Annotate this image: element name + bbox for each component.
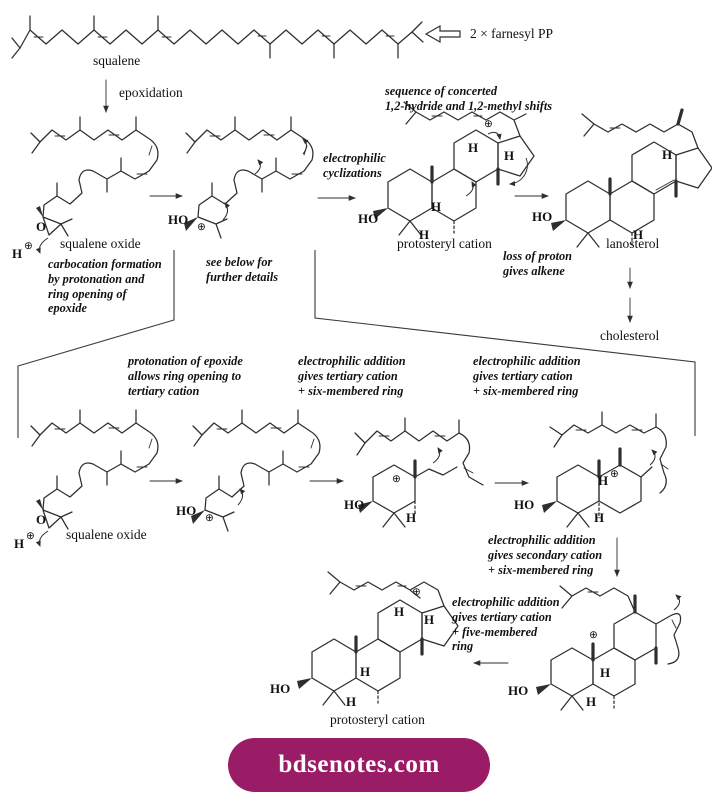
squalene-oxide-label-2: squalene oxide [66, 527, 147, 542]
ea-six-annotation-1: electrophilic addition gives tertiary ca… [298, 354, 406, 398]
oxygen-label-2: O [36, 512, 47, 527]
plus-int2: ⊕ [205, 513, 214, 524]
squalene-label: squalene [93, 53, 141, 68]
cation-intermediate-structure-2 [191, 409, 321, 532]
protosteryl-cation-structure-top [371, 101, 536, 237]
h-label-tricycle-2: H [586, 694, 597, 709]
ea-five-annotation: electrophilic addition gives tertiary ca… [452, 595, 560, 654]
lanosterol-label: lanosterol [606, 236, 660, 251]
proton-plus-1: ⊕ [24, 241, 33, 252]
monocyclic-cation-structure [354, 417, 484, 528]
ho-label-int1: HO [168, 212, 189, 227]
cyclizations-annotation: electrophilic cyclizations [323, 151, 386, 180]
plus-monocycle: ⊕ [392, 474, 401, 485]
h-label-monocycle: H [406, 510, 417, 525]
ea-secondary-annotation: electrophilic addition gives secondary c… [488, 533, 603, 577]
h-label-psb1: H [394, 604, 405, 619]
proton-h-label-2: H [14, 536, 25, 551]
plus-bicycle: ⊕ [610, 469, 619, 480]
proton-plus-2: ⊕ [26, 531, 35, 542]
cation-intermediate-structure-1 [184, 116, 314, 239]
squalene-oxide-structure-1 [30, 116, 159, 254]
protosteryl-cation-label-bottom: protosteryl cation [330, 712, 425, 727]
protosteryl-cation-structure-bottom [295, 571, 460, 707]
tricyclic-cation-structure [536, 585, 682, 711]
h-label-pst4: H [419, 227, 430, 242]
ho-label-tricycle: HO [508, 683, 529, 698]
plus-protosteryl-top: ⊕ [484, 119, 493, 130]
h-label-lano2: H [633, 227, 644, 242]
oxygen-label-1: O [36, 219, 47, 234]
plus-tricycle: ⊕ [589, 630, 598, 641]
h-label-pst1: H [468, 140, 479, 155]
lanosterol-structure [549, 108, 712, 249]
see-below-annotation: see below for further details [206, 255, 279, 284]
protonation-annotation: protonation of epoxide allows ring openi… [128, 354, 243, 398]
ho-label-protosteryl-bottom: HO [270, 681, 291, 696]
bdsenotes-banner: bdsenotes.com [228, 738, 490, 792]
squalene-structure [11, 15, 424, 59]
h-label-pst2: H [504, 148, 515, 163]
shifts-annotation: sequence of concerted 1,2-hydride and 1,… [385, 84, 553, 113]
ho-label-lanosterol: HO [532, 209, 553, 224]
farnesyl-label: 2 × farnesyl PP [470, 26, 553, 41]
ho-label-bicycle: HO [514, 497, 535, 512]
h-label-tricycle-1: H [600, 665, 611, 680]
h-label-bicycle-1: H [598, 473, 609, 488]
cholesterol-label: cholesterol [600, 328, 660, 343]
bdsenotes-banner-text: bdsenotes.com [278, 751, 440, 778]
ea-six-annotation-2: electrophilic addition gives tertiary ca… [473, 354, 581, 398]
epoxidation-label: epoxidation [119, 85, 183, 100]
h-label-psb4: H [346, 694, 357, 709]
farnesyl-block-arrow [424, 24, 461, 44]
squalene-oxide-label-1: squalene oxide [60, 236, 141, 251]
h-label-bicycle-2: H [594, 510, 605, 525]
plus-protosteryl-bottom: ⊕ [412, 587, 421, 598]
ho-label-protosteryl-top: HO [358, 211, 379, 226]
h-label-psb2: H [424, 612, 435, 627]
plus-int1: ⊕ [197, 222, 206, 233]
carbocation-annotation: carbocation formation by protonation and… [48, 257, 162, 316]
loss-of-proton-annotation: loss of proton gives alkene [503, 249, 573, 278]
protosteryl-cation-label-top: protosteryl cation [397, 236, 492, 251]
h-label-pst3: H [431, 199, 442, 214]
proton-h-label-1: H [12, 246, 23, 261]
squalene-oxide-structure-2 [30, 409, 159, 547]
ho-label-monocycle: HO [344, 497, 365, 512]
ho-label-int2: HO [176, 503, 197, 518]
bicyclic-cation-structure [542, 411, 669, 528]
h-label-lano1: H [662, 147, 673, 162]
h-label-psb3: H [360, 664, 371, 679]
